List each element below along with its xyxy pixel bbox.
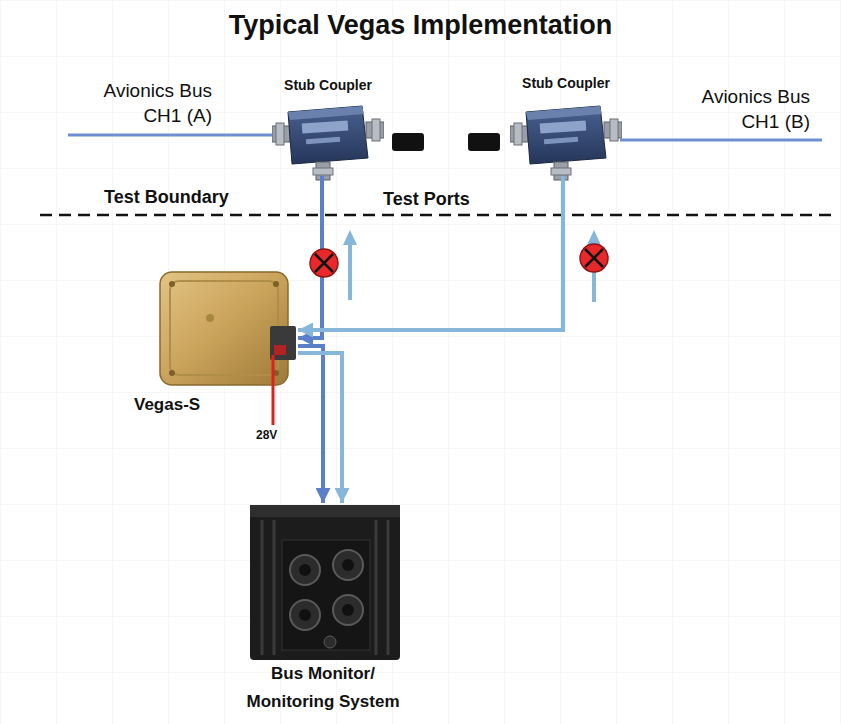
stub-coupler-image <box>510 106 622 180</box>
stub-coupler-label: Stub Coupler <box>270 76 386 94</box>
bus-monitor: Bus Monitor/ Monitoring System <box>228 503 418 718</box>
power-wire <box>272 355 275 425</box>
bus-label: Avionics Bus CH1 (A) <box>66 78 212 128</box>
boundary-label: Test Boundary <box>104 186 274 208</box>
bus-line <box>68 134 276 137</box>
voltage-label: 28V <box>256 428 306 443</box>
test-boundary-line <box>40 214 836 217</box>
bus-line <box>620 139 822 142</box>
bus-connector <box>298 353 342 503</box>
blocked-mark <box>310 249 338 277</box>
stub-coupler: Stub Coupler <box>508 74 624 176</box>
bus-label: Avionics Bus CH1 (B) <box>668 84 810 134</box>
bus-connector <box>298 176 563 330</box>
port-label: Test Ports <box>383 188 503 210</box>
test-port-plug <box>468 133 500 151</box>
bus-monitor-image <box>250 505 400 660</box>
diagram-title: Typical Vegas Implementation <box>0 10 841 41</box>
vegas-s-unit-label: Vegas-S <box>134 394 254 416</box>
bus-connector <box>298 346 323 503</box>
vegas-s-unit: Vegas-S <box>130 268 298 418</box>
test-port-plug <box>392 133 424 151</box>
stub-coupler-image <box>272 106 384 180</box>
bus-monitor-label: Bus Monitor/ Monitoring System <box>228 660 418 716</box>
stub-coupler-label: Stub Coupler <box>508 74 624 92</box>
vegas-s-image <box>160 272 296 385</box>
blocked-mark <box>580 244 608 272</box>
stub-coupler: Stub Coupler <box>270 76 386 176</box>
blocked-arrow <box>343 230 357 300</box>
